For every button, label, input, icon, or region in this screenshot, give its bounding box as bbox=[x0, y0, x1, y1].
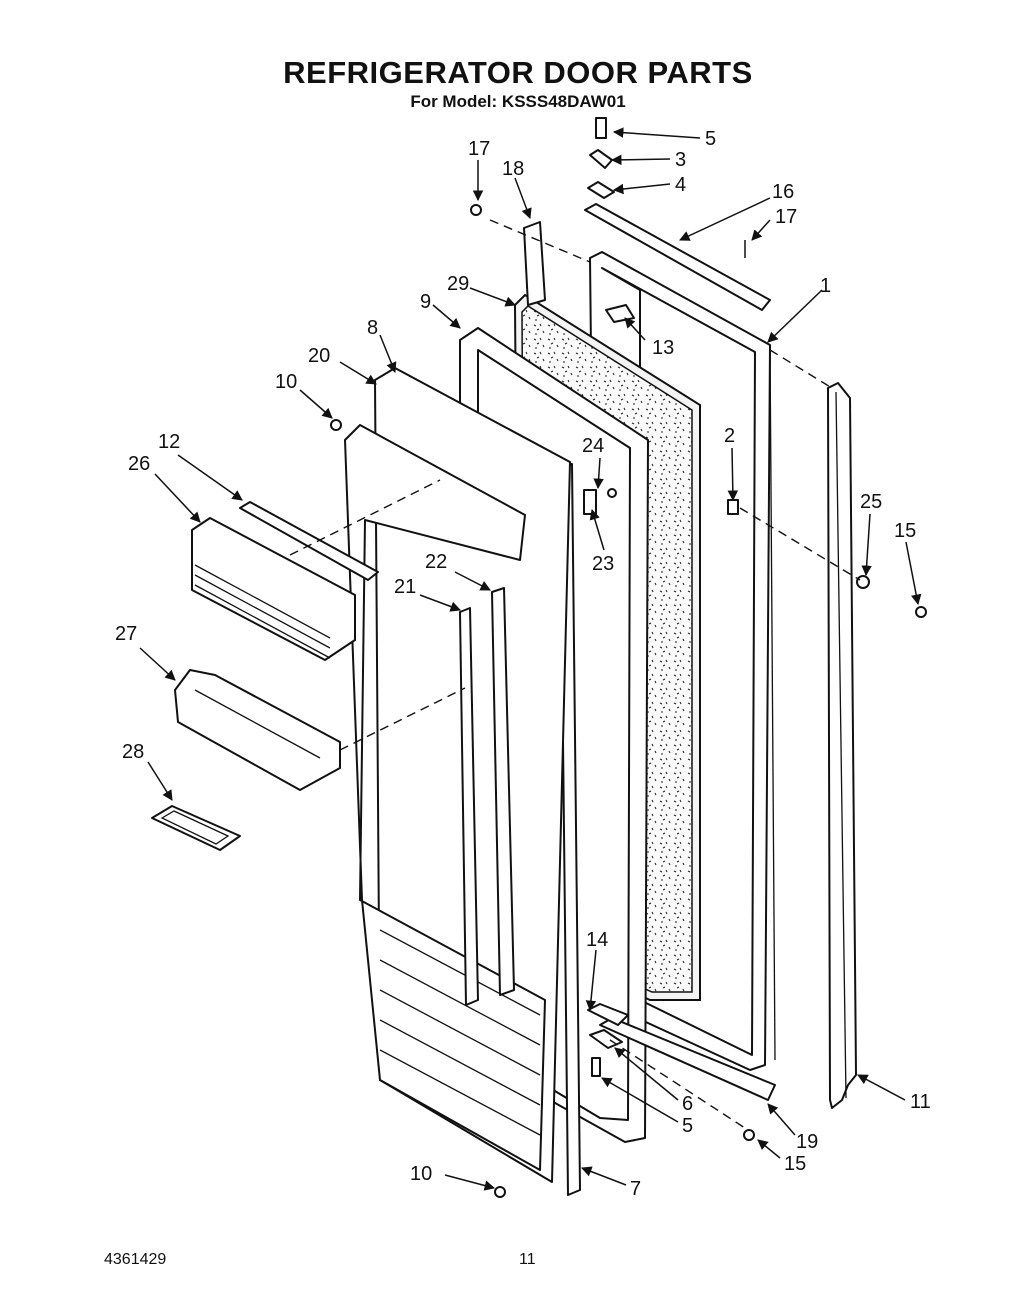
part-21-22-liner-strips bbox=[459, 587, 515, 1006]
part-12-hinge-rod bbox=[239, 501, 379, 581]
callout-9: 9 bbox=[420, 291, 431, 313]
callout-1: 1 bbox=[820, 275, 831, 297]
top-hinge-hardware bbox=[587, 117, 615, 199]
callout-23: 23 bbox=[592, 553, 614, 575]
part-11-side-trim bbox=[827, 382, 857, 1109]
callout-25: 25 bbox=[860, 491, 882, 513]
callout-29: 29 bbox=[447, 273, 469, 295]
callout-3: 3 bbox=[675, 149, 686, 171]
callout-17-left: 17 bbox=[468, 138, 490, 160]
callout-12: 12 bbox=[158, 431, 180, 453]
callout-2: 2 bbox=[724, 425, 735, 447]
part-20-door-liner bbox=[344, 367, 571, 1183]
callout-13: 13 bbox=[652, 337, 674, 359]
callout-28: 28 bbox=[122, 741, 144, 763]
document-number: 4361429 bbox=[104, 1251, 167, 1268]
page-number: 11 bbox=[519, 1251, 536, 1268]
callout-24: 24 bbox=[582, 435, 604, 457]
callout-7: 7 bbox=[630, 1178, 641, 1200]
callout-8: 8 bbox=[367, 317, 378, 339]
callout-15-bottom: 15 bbox=[784, 1153, 806, 1175]
callout-5-top: 5 bbox=[705, 128, 716, 150]
callout-19: 19 bbox=[796, 1131, 818, 1153]
part-26-dairy-compartment bbox=[191, 517, 356, 661]
part-27-door-bin bbox=[174, 669, 341, 791]
callout-22: 22 bbox=[425, 551, 447, 573]
callout-labels: 5 3 4 16 17 17 18 1 29 9 13 8 20 10 12 2… bbox=[115, 128, 931, 1200]
page-title: REFRIGERATOR DOOR PARTS bbox=[283, 55, 753, 90]
callout-11: 11 bbox=[910, 1091, 931, 1113]
callout-20: 20 bbox=[308, 345, 330, 367]
callout-26: 26 bbox=[128, 453, 150, 475]
callout-18: 18 bbox=[502, 158, 524, 180]
callout-17-right: 17 bbox=[775, 206, 797, 228]
alignment-lines bbox=[289, 219, 861, 1131]
part-28-tray bbox=[151, 805, 241, 851]
callout-6: 6 bbox=[682, 1093, 693, 1115]
callout-14: 14 bbox=[586, 929, 608, 951]
callout-16: 16 bbox=[772, 181, 794, 203]
part-18-hinge-bar bbox=[523, 221, 546, 306]
leader-arrows bbox=[139, 127, 922, 1191]
model-subtitle: For Model: KSSS48DAW01 bbox=[410, 92, 626, 111]
callout-27: 27 bbox=[115, 623, 137, 645]
callout-4: 4 bbox=[675, 174, 686, 196]
callout-21: 21 bbox=[394, 576, 416, 598]
callout-10-bottom: 10 bbox=[410, 1163, 432, 1185]
screws bbox=[330, 204, 927, 1198]
callout-5-bottom: 5 bbox=[682, 1115, 693, 1137]
part-16-top-hinge bbox=[584, 203, 771, 311]
callout-10-top: 10 bbox=[275, 371, 297, 393]
callout-15-right: 15 bbox=[894, 520, 916, 542]
